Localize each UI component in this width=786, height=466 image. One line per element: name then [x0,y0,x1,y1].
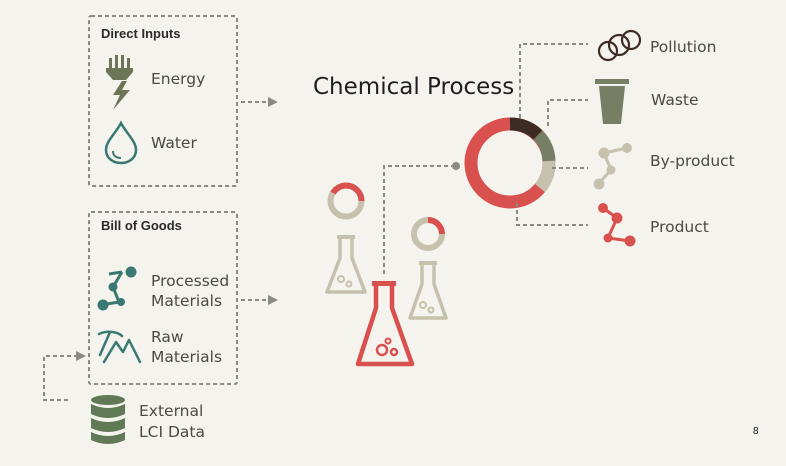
bill-of-goods-title: Bill of Goods [101,218,182,233]
trash-can-icon [595,79,629,124]
molecule-icon [97,266,137,311]
process-donut-icon [464,117,556,209]
external-lci-connector [43,355,76,401]
processed-materials-line2: Materials [151,292,222,310]
page-number: 8 [753,426,759,437]
small-ring-right-icon [411,217,445,251]
flask-main-icon [355,281,415,367]
bill-of-goods-border [88,211,238,385]
direct-inputs-title: Direct Inputs [101,26,180,41]
direct-inputs-arrow [241,97,278,107]
chemical-process-title: Chemical Process [313,74,514,100]
output-connectors [516,43,588,226]
bill-of-goods-box: Bill of Goods Processed Materials Raw Ma… [88,211,238,385]
flask-to-process-connector [383,162,460,274]
waste-label: Waste [651,91,699,109]
byproduct-molecule-icon [593,143,632,190]
flask-left-icon [325,235,367,294]
direct-inputs-border [88,15,238,187]
raw-materials-line2: Materials [151,348,222,366]
pollution-label: Pollution [650,38,716,56]
processed-materials-line1: Processed [151,272,229,290]
database-icon [91,395,125,444]
external-lci-line1: External [139,402,203,420]
energy-label: Energy [151,70,205,88]
water-label: Water [151,134,197,152]
byproduct-label: By-product [650,152,735,170]
bill-of-goods-arrow [241,295,278,305]
water-drop-icon [104,120,138,165]
plug-bolt-icon [106,55,133,110]
external-lci-group: External LCI Data [43,351,205,444]
external-lci-line2: LCI Data [139,423,205,441]
smoke-rings-icon [597,29,642,62]
pickaxe-mountain-icon [97,330,142,364]
product-label: Product [650,218,709,236]
raw-materials-line1: Raw [151,328,184,346]
flask-right-icon [408,261,448,320]
small-ring-left-icon [327,182,365,220]
product-molecule-icon [598,203,636,247]
direct-inputs-box: Direct Inputs Energy Water [88,15,238,187]
